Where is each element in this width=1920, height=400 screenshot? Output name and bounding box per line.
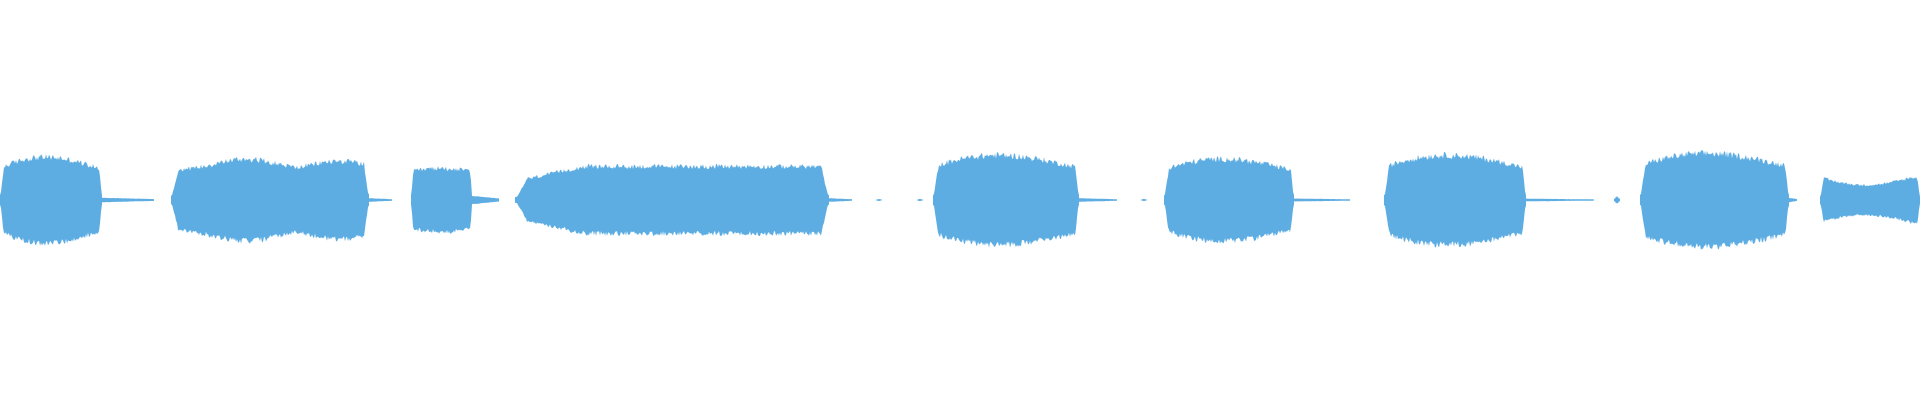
waveform-quiet-2 (369, 198, 392, 202)
waveform-quiet-3 (472, 196, 499, 205)
waveform-segment-4 (515, 164, 829, 236)
waveform-segment-6 (1164, 156, 1294, 244)
waveform-quiet-6 (1294, 198, 1350, 202)
waveform-quiet-5 (1079, 198, 1117, 202)
waveform-blip-4 (1614, 196, 1620, 204)
waveform-blip-3 (1141, 198, 1147, 202)
waveform-segment-7 (1384, 152, 1526, 248)
waveform-quiet-4 (829, 198, 852, 202)
waveform-segment-2 (171, 156, 369, 244)
waveform-segment-8 (1640, 150, 1789, 250)
waveform-segment-5 (933, 152, 1079, 248)
waveform-segment-9 (1820, 177, 1920, 224)
waveform-segments (0, 150, 1920, 250)
waveform-blip-2 (917, 198, 923, 202)
waveform-quiet-7 (1526, 198, 1594, 202)
waveform-segment-3 (411, 166, 472, 234)
waveform-segment-1 (0, 154, 102, 246)
waveform-quiet-8 (1789, 197, 1797, 203)
waveform-quiet-1 (102, 197, 154, 203)
waveform-blip-1 (876, 199, 882, 202)
